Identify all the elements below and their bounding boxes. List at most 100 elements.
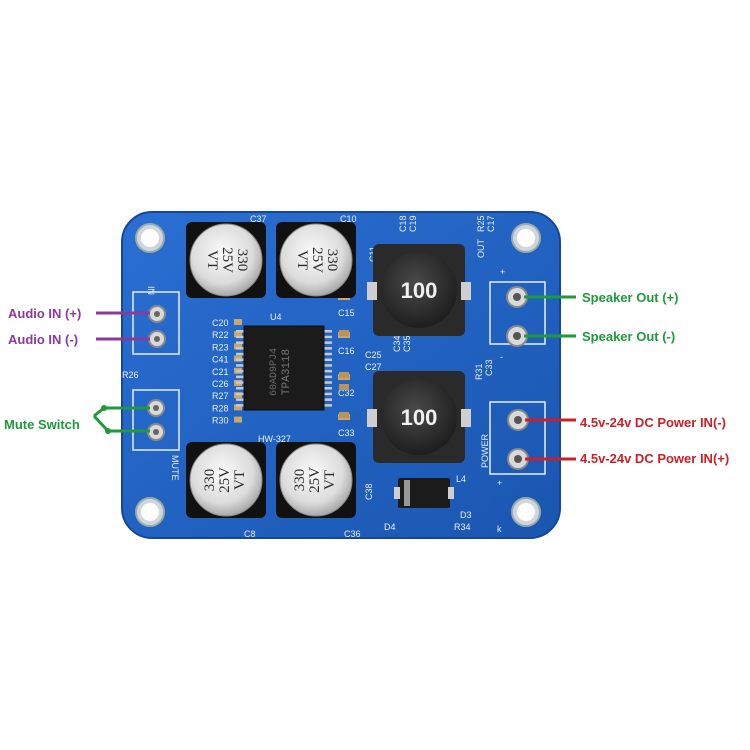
power-terminal-outline (489, 401, 546, 475)
mounting-hole-bottom-right (511, 497, 541, 527)
audio-in-neg-label: Audio IN (-) (8, 332, 78, 347)
resistor-label: C41 (212, 355, 229, 365)
resistor-label: C32 (338, 388, 355, 398)
input-header-outline (132, 291, 180, 355)
speaker-out-neg-label: Speaker Out (-) (582, 329, 675, 344)
inductor-top (381, 252, 457, 328)
silk-c18: C18 (398, 215, 408, 232)
chip-pin (236, 341, 244, 344)
silk-out-minus: - (500, 352, 503, 362)
capacitor-can (279, 223, 353, 297)
board-model: HW-327 (258, 434, 291, 444)
capacitor-text: 25V (307, 467, 323, 493)
amplifier-chip: U4 TPA3118 60AD9PJ4 HW-327 (236, 312, 332, 444)
resistor-label: C33 (338, 428, 355, 438)
mute-dot-2 (105, 428, 111, 434)
silk-c17: C17 (486, 215, 496, 232)
chip-pin (236, 364, 244, 367)
capacitor-text: 25V (219, 247, 235, 273)
chip-pin (324, 341, 332, 344)
chip-pin (324, 375, 332, 379)
power-in-pos-pad (507, 448, 529, 470)
silk-c33: C33 (484, 359, 494, 376)
mute-pad-2 (147, 423, 165, 441)
chip-marking-1: TPA3118 (281, 349, 293, 395)
inductor-top (381, 379, 457, 455)
chip-pin (236, 387, 244, 390)
mute-header-outline (132, 389, 180, 451)
inductor-lead (461, 282, 471, 300)
silk-d4: D4 (384, 522, 396, 532)
resistor-label: C26 (212, 379, 229, 389)
smd-part (339, 412, 349, 418)
chip-pin (324, 398, 332, 401)
chip-pin (236, 404, 244, 407)
mounting-hole-top-left (135, 223, 165, 253)
power-in-neg-label: 4.5v-24v DC Power IN(-) (580, 415, 726, 430)
silk-r26: R26 (122, 370, 139, 380)
inductor-value: 100 (401, 405, 438, 430)
callout-lines (92, 295, 576, 461)
capacitor-text: 25V (217, 467, 233, 493)
resistor-label: R30 (212, 416, 229, 426)
silk-k: k (497, 524, 502, 534)
inductor: 100 (367, 371, 471, 463)
chip-pin (236, 398, 244, 401)
audio-in-pos-pad (148, 305, 166, 323)
resistor-label: C21 (212, 367, 229, 377)
resistor-label: R22 (212, 330, 229, 340)
chip-pin (324, 364, 332, 367)
chip-marking-2: 60AD9PJ4 (269, 348, 280, 396)
capacitor-text: VT (204, 250, 220, 270)
smd-part (234, 331, 242, 338)
mute-dot-1 (101, 405, 107, 411)
inductor-lead (367, 409, 377, 427)
resistor-label: R28 (212, 403, 229, 413)
inductors: 100 100 (367, 244, 471, 463)
silk-c19: C19 (408, 215, 418, 232)
smd-part (234, 416, 242, 423)
circuit-board: IN R26 MUTE OUT POWER + - + k C20R22R23C… (121, 211, 561, 539)
inductor-lead (367, 282, 377, 300)
mute-pad-1 (147, 399, 165, 417)
capacitor-text: 330 (234, 249, 250, 272)
capacitor-text: 25V (309, 247, 325, 273)
capacitor-text: 330 (324, 249, 340, 272)
resistor-label: C16 (338, 346, 355, 356)
capacitor-can (189, 223, 263, 297)
chip-ref: U4 (270, 312, 282, 322)
capacitor-text: 330 (292, 469, 308, 492)
power-in-pos-label: 4.5v-24v DC Power IN(+) (580, 451, 729, 466)
inductor: 100 (367, 244, 471, 336)
capacitor-ref: C8 (244, 529, 256, 539)
chip-pin (236, 369, 244, 373)
chip-pin (324, 381, 332, 384)
silk-d3: D3 (460, 510, 472, 520)
mute-switch-label: Mute Switch (4, 417, 80, 432)
silk-power-plus: + (497, 478, 502, 488)
capacitor-can (189, 443, 263, 517)
capacitor-text: VT (322, 470, 338, 490)
chip-pin (236, 381, 244, 384)
capacitor-ref: C37 (250, 214, 267, 224)
capacitor-can (279, 443, 353, 517)
chip-pin (324, 387, 332, 390)
resistor-label: C15 (338, 308, 355, 318)
silk-c27: C27 (365, 362, 382, 372)
chip-pin (236, 335, 244, 339)
silk-out: OUT (476, 239, 486, 259)
smd-part (339, 384, 349, 390)
capacitor-ref: C10 (340, 214, 357, 224)
chip-pin (324, 347, 332, 350)
silk-c25: C25 (365, 350, 382, 360)
silk-l4: L4 (456, 474, 466, 484)
